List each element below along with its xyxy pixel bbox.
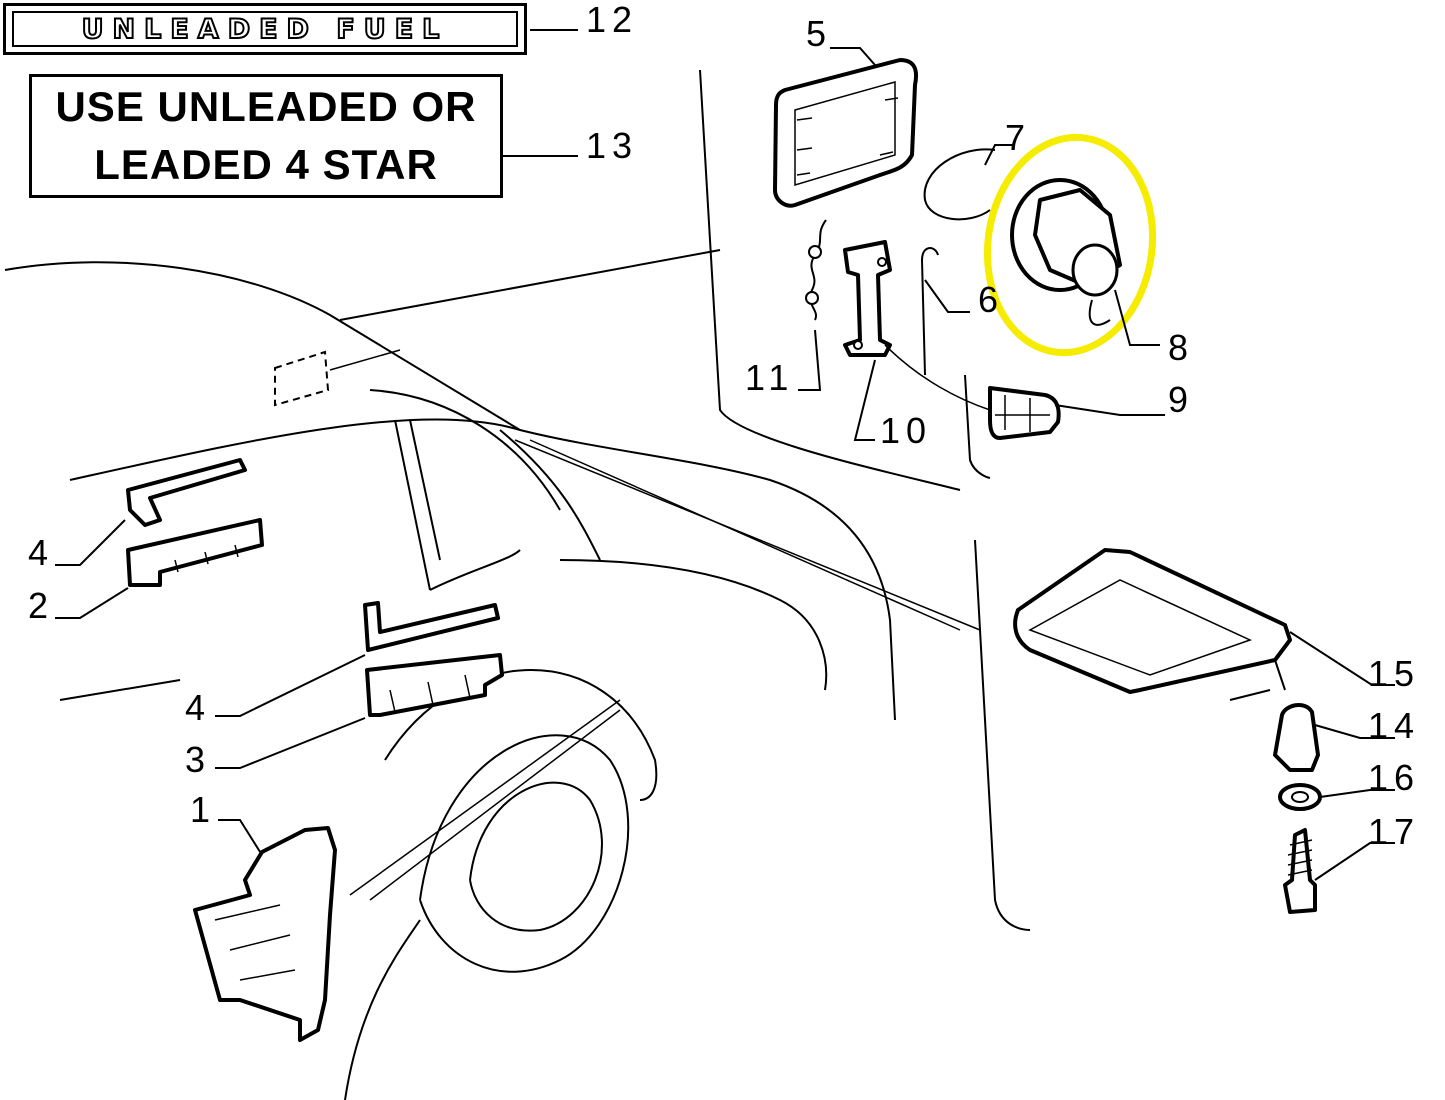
callout-14: 14	[1368, 705, 1421, 746]
part-4-lower-trim	[215, 601, 500, 717]
part-6-hook	[920, 247, 970, 376]
part-7-ring	[923, 144, 1015, 221]
callout-4-upper: 4	[28, 532, 55, 573]
part-3-trim	[215, 653, 504, 769]
use-unleaded-line-2: LEADED 4 STAR	[94, 141, 438, 188]
part-9-grommet	[988, 386, 1165, 440]
callout-13: 13	[586, 125, 639, 166]
part-1-mudguard	[193, 819, 337, 1042]
callout-3: 3	[185, 739, 212, 780]
callout-12: 12	[586, 0, 639, 40]
unleaded-fuel-label: UNLEADED FUEL	[3, 3, 527, 55]
part-15-tray	[1013, 548, 1395, 694]
unleaded-fuel-text: UNLEADED FUEL	[12, 11, 518, 47]
highlight-circle	[983, 133, 1157, 357]
callout-7: 7	[1005, 117, 1032, 158]
callout-17: 17	[1368, 811, 1421, 852]
callout-9: 9	[1168, 379, 1195, 420]
part-4-upper-trim	[55, 458, 247, 566]
part-2-trim	[55, 518, 264, 619]
part-16-washer	[1278, 783, 1395, 811]
part-10-bracket	[843, 240, 991, 441]
callout-1: 1	[190, 789, 217, 830]
callout-10: 10	[880, 410, 933, 451]
part-8-fuel-cap	[983, 133, 1160, 357]
callout-15: 15	[1368, 653, 1421, 694]
callout-16: 16	[1368, 757, 1421, 798]
callout-2: 2	[28, 585, 55, 626]
part-5-fuel-door	[773, 47, 919, 208]
callout-5: 5	[806, 13, 833, 54]
callout-11: 11	[745, 357, 795, 398]
part-14-cap-nut	[1273, 703, 1395, 772]
use-unleaded-line-1: USE UNLEADED OR	[55, 83, 477, 130]
part-11-spring-clip	[798, 219, 827, 391]
callout-6: 6	[978, 279, 1005, 320]
callout-4-lower: 4	[185, 687, 212, 728]
part-17-screw	[1283, 828, 1395, 914]
use-unleaded-label: USE UNLEADED OR LEADED 4 STAR	[29, 74, 503, 198]
callout-8: 8	[1168, 327, 1195, 368]
